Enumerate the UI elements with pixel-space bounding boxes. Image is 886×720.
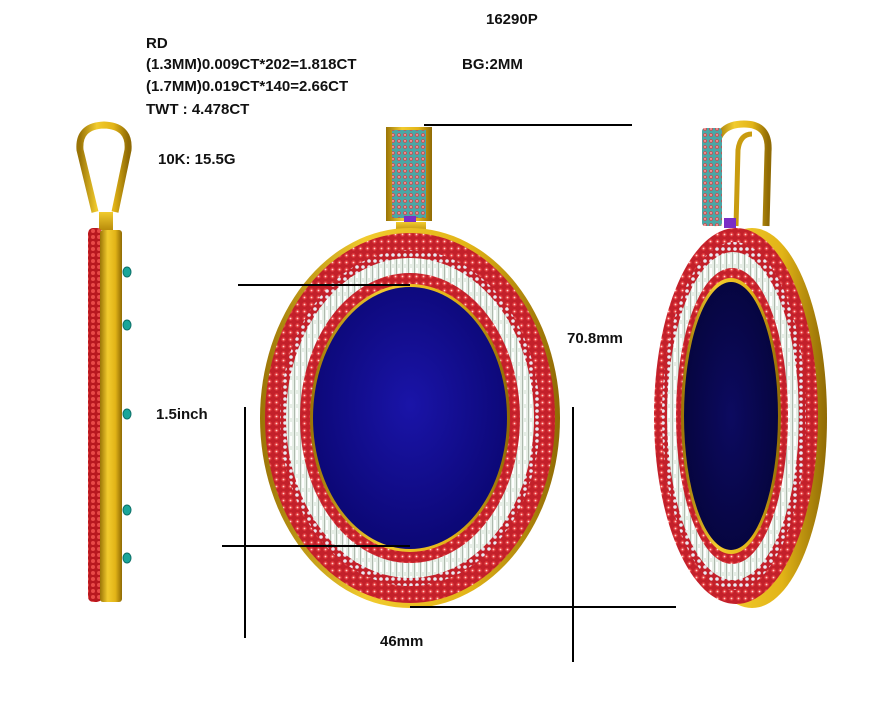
front-bail-stones bbox=[392, 130, 426, 218]
angled-bail-inner-loop bbox=[733, 131, 753, 227]
front-blue-center-panel bbox=[313, 287, 507, 549]
side-view-stone-edge bbox=[88, 228, 102, 602]
angled-bail-stones bbox=[702, 128, 722, 226]
stone-type-label: RD bbox=[146, 35, 168, 52]
side-view-prong-set bbox=[122, 266, 132, 564]
angled-bail-purple-stone bbox=[724, 218, 736, 228]
side-view-bail-joint bbox=[99, 212, 113, 230]
side-view-bail-loop bbox=[76, 121, 132, 213]
width-mm-label: 46mm bbox=[380, 633, 424, 650]
front-bail-connector bbox=[396, 222, 426, 232]
side-view-pendant bbox=[76, 121, 132, 602]
height-mm-label: 70.8mm bbox=[567, 330, 623, 347]
side-view-gold-back bbox=[100, 230, 122, 602]
front-bail-purple-stone bbox=[404, 216, 416, 226]
baguette-size-label: BG:2MM bbox=[462, 56, 523, 73]
front-view-pendant bbox=[260, 127, 560, 608]
stone-spec-line-2: (1.7MM)0.019CT*140=2.66CT bbox=[146, 78, 349, 95]
metal-weight-label: 10K: 15.5G bbox=[158, 151, 236, 168]
total-weight-label: TWT : 4.478CT bbox=[146, 101, 250, 118]
angled-view-pendant bbox=[654, 120, 827, 608]
stone-spec-line-1: (1.3MM)0.009CT*202=1.818CT bbox=[146, 56, 357, 73]
dimension-lines bbox=[222, 124, 676, 662]
angled-blue-center-panel bbox=[684, 282, 778, 550]
model-number: 16290P bbox=[486, 11, 538, 28]
height-inch-label: 1.5inch bbox=[156, 406, 208, 423]
